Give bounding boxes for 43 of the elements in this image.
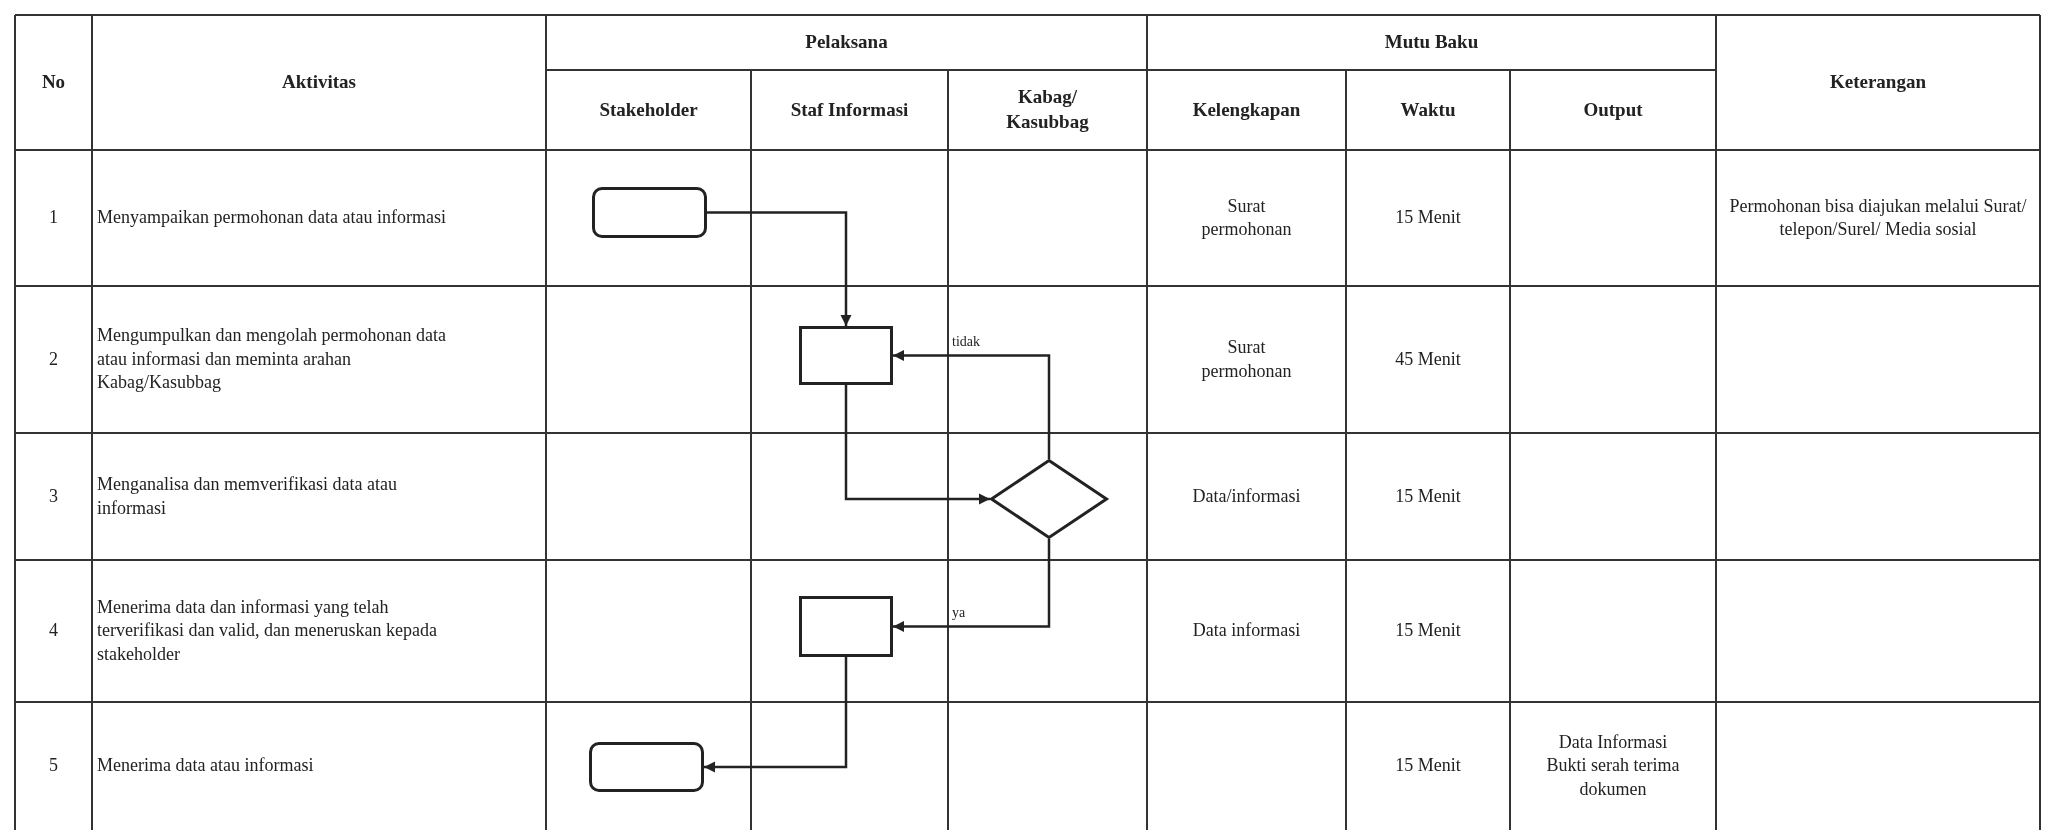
table-text: 4 bbox=[49, 619, 58, 643]
column-header: Aktivitas bbox=[282, 70, 356, 95]
connector-arrow bbox=[704, 657, 848, 773]
table-text: 45 Menit bbox=[1395, 347, 1461, 371]
activity-text: Menerima data dan informasi yang telah terverifikasi dan valid, dan meneruskan kepada stakeholder bbox=[97, 595, 438, 666]
table-text: 1 bbox=[49, 206, 58, 230]
table-text: Surat permohonan bbox=[1200, 336, 1293, 383]
table-text: Surat permohonan bbox=[1200, 194, 1293, 241]
column-header: Kabag/ Kasubbag bbox=[1005, 85, 1090, 134]
table-text: 15 Menit bbox=[1395, 484, 1461, 508]
table-text: Data informasi bbox=[1192, 619, 1301, 643]
table-text: 15 Menit bbox=[1395, 619, 1461, 643]
table-text: 15 Menit bbox=[1395, 206, 1461, 230]
column-header: Staf Informasi bbox=[790, 97, 909, 122]
table-text: 3 bbox=[49, 484, 58, 508]
terminator-shape bbox=[592, 187, 707, 238]
activity-text: Menyampaikan permohonan data atau informasi bbox=[97, 206, 446, 230]
connector-arrow bbox=[893, 539, 1051, 633]
process-box bbox=[799, 326, 893, 385]
activity-text: Menganalisa dan memverifikasi data atau informasi bbox=[97, 473, 398, 520]
column-header: Stakeholder bbox=[599, 97, 698, 122]
table-text: Data/informasi bbox=[1192, 484, 1301, 508]
column-header: Waktu bbox=[1400, 97, 1456, 122]
column-header: Mutu Baku bbox=[1384, 30, 1479, 55]
activity-text: Mengumpulkan dan mengolah permohonan data atau informasi dan meminta arahan Kabag/Kasubbag bbox=[97, 324, 447, 395]
process-box bbox=[799, 596, 893, 657]
decision-diamond bbox=[990, 459, 1108, 539]
connector-arrow bbox=[844, 385, 990, 505]
column-header: No bbox=[41, 70, 66, 95]
activity-text: Menerima data atau informasi bbox=[97, 754, 314, 778]
table-text: 5 bbox=[49, 754, 58, 778]
column-header: Pelaksana bbox=[805, 30, 888, 55]
edge-label: tidak bbox=[951, 333, 981, 349]
column-header: Kelengkapan bbox=[1192, 97, 1301, 122]
column-header: Keterangan bbox=[1829, 70, 1926, 95]
connector-arrow bbox=[893, 349, 1051, 459]
column-header: Output bbox=[1583, 97, 1643, 122]
table-text: Permohonan bisa diajukan melalui Surat/ telepon/Surel/ Media sosial bbox=[1728, 194, 2028, 241]
connector-arrow bbox=[707, 211, 852, 326]
terminator-shape bbox=[589, 742, 704, 792]
table-text: 2 bbox=[49, 347, 58, 371]
table-text: Data Informasi Bukti serah terima dokumen bbox=[1545, 730, 1681, 801]
table-text: 15 Menit bbox=[1395, 754, 1461, 778]
